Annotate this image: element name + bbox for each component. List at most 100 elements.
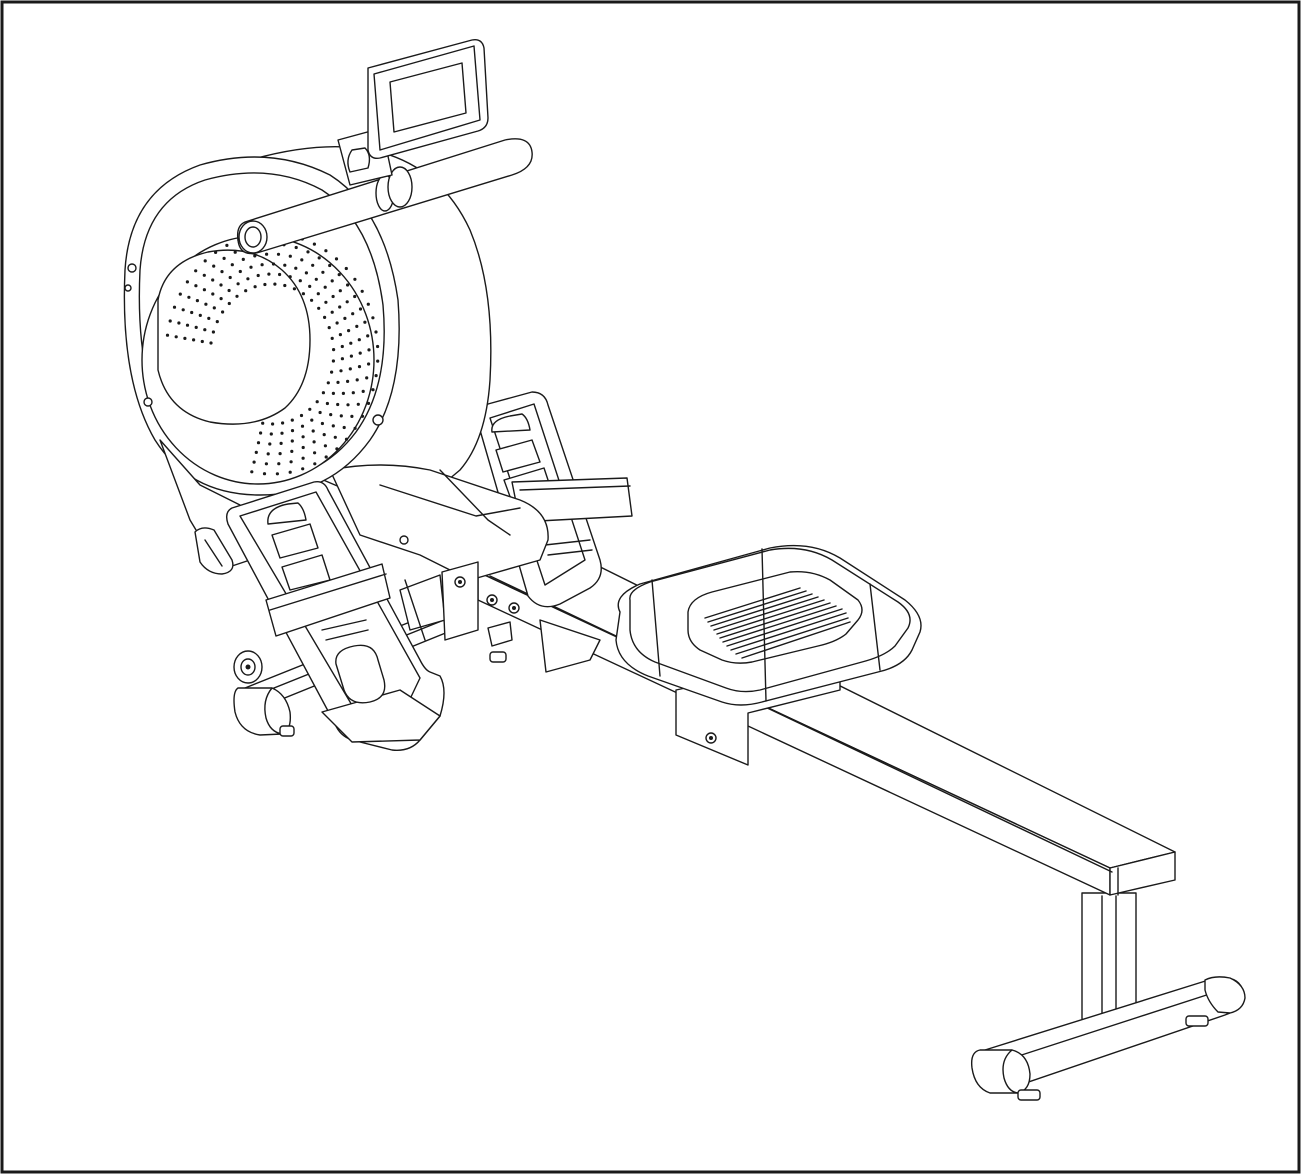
vent-hole xyxy=(294,266,298,270)
vent-hole xyxy=(360,289,364,293)
vent-hole xyxy=(308,284,312,288)
vent-hole xyxy=(207,316,211,320)
vent-hole xyxy=(344,437,349,441)
vent-hole xyxy=(330,370,334,374)
vent-hole xyxy=(335,447,339,451)
vent-hole xyxy=(187,295,191,299)
vent-hole xyxy=(355,324,359,328)
vent-hole xyxy=(299,413,304,418)
vent-hole xyxy=(269,432,273,436)
vent-hole xyxy=(315,400,319,404)
vent-hole xyxy=(304,271,308,275)
vent-hole xyxy=(347,329,351,333)
vent-hole xyxy=(351,312,355,316)
vent-hole xyxy=(178,292,182,296)
monitor xyxy=(337,38,489,186)
vent-hole xyxy=(190,310,194,315)
vent-hole xyxy=(336,380,340,384)
vent-hole xyxy=(283,283,287,288)
vent-hole xyxy=(246,277,250,281)
vent-hole xyxy=(371,316,375,320)
vent-hole xyxy=(195,299,199,303)
vent-hole xyxy=(275,472,279,476)
vent-hole xyxy=(271,262,276,266)
vent-hole xyxy=(336,402,340,407)
vent-hole xyxy=(341,391,345,395)
vent-hole xyxy=(334,257,339,261)
vent-hole xyxy=(353,294,357,299)
vent-hole xyxy=(357,338,361,342)
vent-hole xyxy=(330,336,334,340)
vent-hole xyxy=(310,418,314,422)
vent-hole xyxy=(253,254,257,258)
vent-hole xyxy=(276,252,281,256)
vent-hole xyxy=(260,263,264,267)
vent-hole xyxy=(327,326,331,330)
vent-hole xyxy=(358,351,362,355)
pivot-connector xyxy=(441,561,601,673)
vent-hole xyxy=(267,272,271,276)
vent-hole xyxy=(374,374,378,378)
vent-hole xyxy=(279,441,283,445)
vent-hole xyxy=(331,359,335,363)
vent-hole xyxy=(353,277,357,281)
vent-hole xyxy=(367,362,371,366)
vent-hole xyxy=(211,330,215,334)
vent-hole xyxy=(340,357,344,361)
vent-hole xyxy=(326,381,330,385)
vent-hole xyxy=(219,283,223,287)
vent-hole xyxy=(254,450,258,454)
vent-hole xyxy=(228,275,232,280)
vent-hole xyxy=(316,292,320,296)
vent-hole xyxy=(259,431,263,435)
vent-hole xyxy=(346,403,350,407)
vent-hole xyxy=(227,301,231,306)
vent-hole xyxy=(348,367,352,371)
vent-hole xyxy=(249,265,253,269)
vent-hole xyxy=(353,426,357,430)
vent-hole xyxy=(351,391,355,395)
vent-hole xyxy=(194,269,198,273)
vent-hole xyxy=(318,410,322,415)
vent-hole xyxy=(346,283,350,287)
vent-hole xyxy=(320,421,324,426)
vent-hole xyxy=(366,334,370,338)
vent-hole xyxy=(301,467,305,471)
handle-bar xyxy=(236,138,533,255)
vent-hole xyxy=(214,250,218,254)
vent-hole xyxy=(177,321,181,325)
vent-hole xyxy=(278,272,282,277)
vent-hole xyxy=(337,273,341,277)
vent-hole xyxy=(313,462,317,466)
vent-hole xyxy=(325,401,329,406)
vent-hole xyxy=(256,273,260,278)
vent-hole xyxy=(300,258,304,262)
vent-hole xyxy=(172,305,177,309)
vent-hole xyxy=(265,252,269,256)
vent-hole xyxy=(266,452,270,456)
vent-hole xyxy=(264,462,268,466)
vent-hole xyxy=(329,413,333,417)
vent-hole xyxy=(323,444,327,448)
vent-hole xyxy=(312,242,316,246)
vent-hole xyxy=(202,273,206,277)
vent-hole xyxy=(290,429,295,433)
vent-hole xyxy=(278,452,282,456)
vent-hole xyxy=(298,279,302,283)
vent-hole xyxy=(235,294,239,298)
vent-hole xyxy=(202,288,206,292)
vent-hole xyxy=(317,256,321,260)
vent-hole xyxy=(356,402,360,406)
vent-hole xyxy=(338,305,342,309)
vent-hole xyxy=(340,344,344,349)
vent-hole xyxy=(343,316,347,320)
vent-hole xyxy=(339,369,343,373)
vent-hole xyxy=(312,440,316,444)
vent-hole xyxy=(185,323,190,327)
vent-hole xyxy=(349,341,353,345)
vent-hole xyxy=(324,455,328,459)
vent-hole xyxy=(314,277,318,281)
vent-hole xyxy=(215,320,219,324)
vent-hole xyxy=(308,407,312,411)
